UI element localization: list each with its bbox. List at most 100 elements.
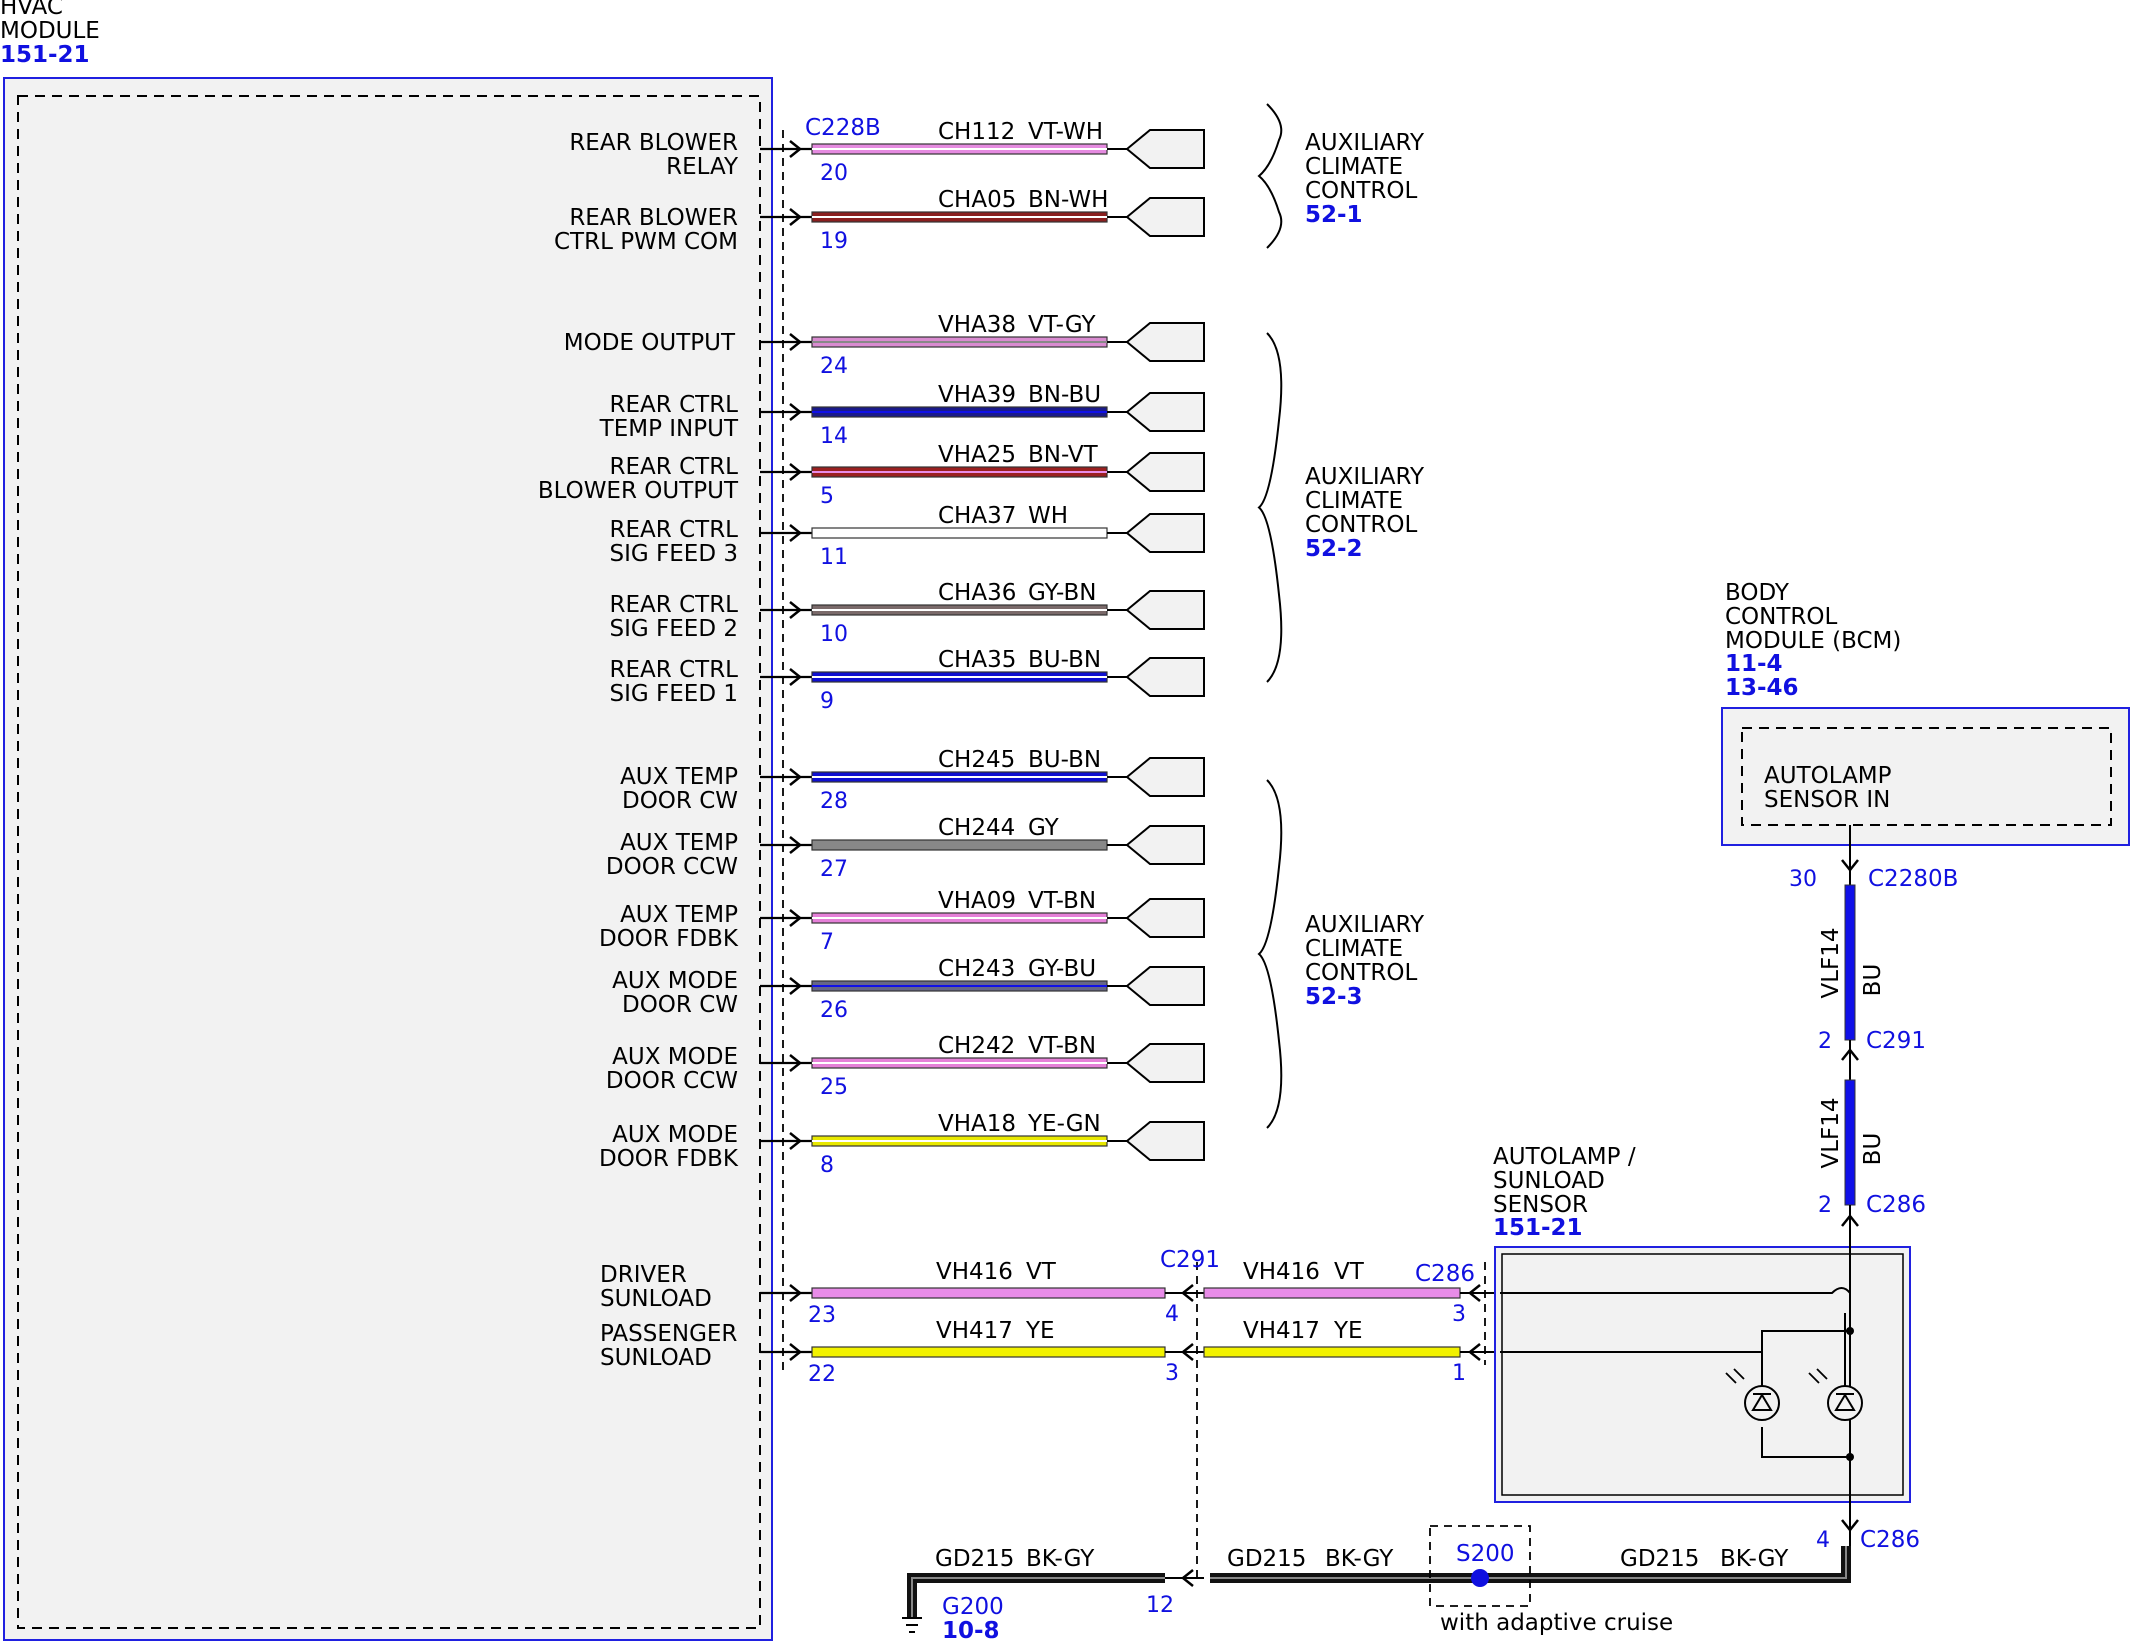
circuit-label-line2: SIG FEED 3 (610, 541, 738, 567)
bcm-signal-line1: AUTOLAMP (1764, 763, 1892, 789)
auxiliary-connector-tab (1125, 898, 1205, 938)
s200-dashed-box (1429, 1525, 1531, 1607)
wire-VH417-b-body (1203, 1346, 1461, 1358)
wire-VHA39 (811, 406, 1108, 418)
sensor-link-line (1761, 1330, 1850, 1402)
circuit-color: BN-WH (1028, 187, 1108, 213)
s200-label: S200 (1456, 1541, 1515, 1567)
wire-VH417-a (811, 1346, 1166, 1358)
circuit-pin-arrow (789, 333, 803, 351)
circuit-color: GY-BN (1028, 580, 1096, 606)
s200-splice-dot (1471, 1569, 1489, 1587)
sensor-return-line (1761, 1427, 1850, 1458)
sunload-circuit-id-b: VH416 (1243, 1259, 1320, 1285)
brace-group-2 (1257, 332, 1283, 683)
circuit-label-line1: REAR CTRL (610, 657, 739, 683)
circuit-pin-arrow (789, 909, 803, 927)
wire-CH245 (811, 771, 1108, 783)
ground-circuit-c: GD215 (1620, 1546, 1699, 1572)
sunload-pin-c286: 3 (1452, 1302, 1466, 1327)
circuit-pin-arrow (789, 1132, 803, 1150)
ground-c286-label: C286 (1860, 1527, 1920, 1553)
circuit-label-line1: AUX MODE (612, 968, 738, 994)
circuit-pin: 26 (820, 998, 848, 1023)
aux-group-line2: CLIMATE (1305, 488, 1403, 514)
sensor-ref: 151-21 (1493, 1215, 1583, 1241)
circuit-label-line2: DOOR CCW (606, 854, 738, 880)
circuit-pin: 14 (820, 424, 848, 449)
circuit-color: GY-BU (1028, 956, 1096, 982)
brace-group-3 (1257, 779, 1283, 1129)
wire-VHA18 (811, 1135, 1108, 1147)
aux-group-line3: CONTROL (1305, 512, 1418, 538)
sunload-circuit-color: VT (1026, 1259, 1057, 1285)
bcm-inner-dashed (1741, 727, 2112, 826)
hvac-module-box (3, 77, 773, 1641)
circuit-pin: 28 (820, 789, 848, 814)
circuit-color: VT-BN (1028, 1033, 1096, 1059)
circuit-id: CH245 (938, 747, 1015, 773)
aux-group-line2: CLIMATE (1305, 936, 1403, 962)
wire-CHA37 (811, 527, 1108, 539)
sunload-pin-arrow (789, 1343, 803, 1361)
ground-g200-ref: 10-8 (942, 1618, 1000, 1642)
wire-VH417-b (1203, 1346, 1461, 1358)
aux-group-line3: CONTROL (1305, 178, 1418, 204)
vlf14-pin-c291: 2 (1818, 1029, 1832, 1054)
wire-VHA25 (811, 466, 1108, 478)
circuit-pin: 27 (820, 857, 848, 882)
wire-CHA05 (811, 211, 1108, 223)
auxiliary-connector-tab (1125, 322, 1205, 362)
sunload-c291-arrow (1180, 1343, 1194, 1361)
circuit-color: BU-BN (1028, 747, 1101, 773)
sunload-c286-arrow (1467, 1343, 1481, 1361)
circuit-color: WH (1028, 503, 1068, 529)
wire-VH416-a (811, 1287, 1166, 1299)
auxiliary-connector-tab (1125, 757, 1205, 797)
sunload-label-line2: SUNLOAD (600, 1345, 712, 1371)
photodiode-passenger-icon-triangle (1751, 1393, 1773, 1411)
sunload-pin-c291: 3 (1165, 1361, 1179, 1386)
circuit-label-line1: AUX TEMP (620, 830, 738, 856)
circuit-id: CHA36 (938, 580, 1016, 606)
wire-gd215-b-stripe (911, 1577, 1165, 1618)
ground-pin-c291: 12 (1146, 1593, 1174, 1618)
circuit-color: BU-BN (1028, 647, 1101, 673)
bcm-line3: MODULE (BCM) (1725, 628, 1901, 654)
circuit-label-line2: DOOR FDBK (599, 926, 739, 952)
circuit-pin: 10 (820, 622, 848, 647)
auxiliary-connector-tab (1125, 590, 1205, 630)
aux-group-line3: CONTROL (1305, 960, 1418, 986)
sunload-pin-hvac: 22 (808, 1362, 836, 1387)
ground-color-a: BK-GY (1026, 1546, 1095, 1572)
aux-group-line1: AUXILIARY (1305, 464, 1425, 490)
wire-gd215-a-stripe (1210, 1546, 1847, 1579)
circuit-label-line1: AUX TEMP (620, 902, 738, 928)
auxiliary-connector-tab (1125, 129, 1205, 169)
sunload-pin-arrow (789, 1284, 803, 1302)
circuit-color: VT-WH (1028, 119, 1103, 145)
circuit-pin-arrow (789, 836, 803, 854)
auxiliary-connector-tab (1125, 1043, 1205, 1083)
sunload-circuit-color-b: YE (1333, 1318, 1363, 1344)
auxiliary-connector-tab (1125, 1121, 1205, 1161)
circuit-label-line2: DOOR CCW (606, 1068, 738, 1094)
circuit-color: VT-BN (1028, 888, 1096, 914)
circuit-color: VT-GY (1028, 312, 1096, 338)
wire-VH416-b (1203, 1287, 1461, 1299)
aux-group-line1: AUXILIARY (1305, 912, 1425, 938)
sunload-label-line1: PASSENGER (600, 1321, 737, 1347)
bcm-line1: BODY (1725, 580, 1790, 606)
circuit-label-line2: SIG FEED 2 (610, 616, 738, 642)
wire-vlf14-b (1844, 1079, 1856, 1206)
connector-c228b-label: C228B (805, 115, 881, 141)
aux-group-line1: AUXILIARY (1305, 130, 1425, 156)
connector-c2280b-label: C2280B (1868, 866, 1958, 892)
sunload-pin-c286: 1 (1452, 1361, 1466, 1386)
sunload-circuit-id: VH417 (936, 1318, 1013, 1344)
vlf14-c291-arrow (1841, 1047, 1859, 1061)
hvac-title-line1: HVAC (0, 0, 63, 20)
circuit-id: VHA39 (938, 382, 1016, 408)
wire-CH244-body (811, 839, 1108, 851)
circuit-color: BN-VT (1028, 442, 1099, 468)
